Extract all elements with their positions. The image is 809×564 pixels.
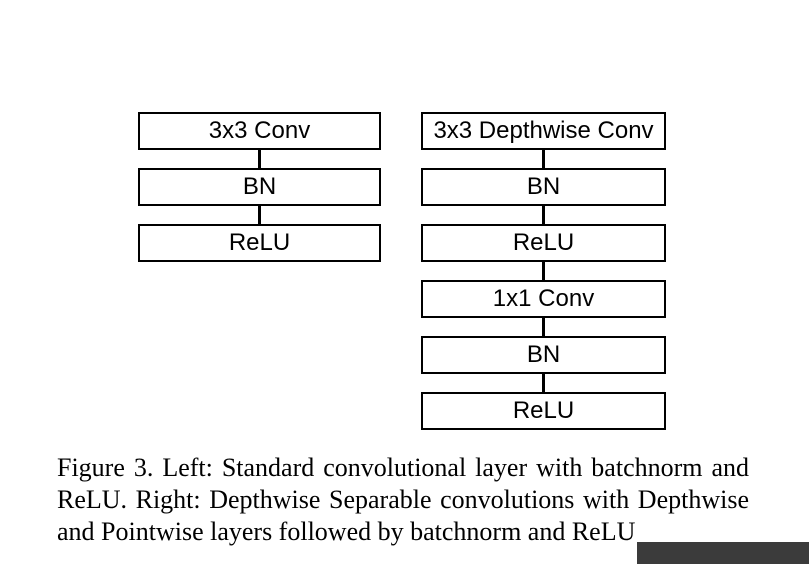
layer-box-relu: ReLU: [138, 224, 381, 262]
connector-line: [258, 206, 261, 224]
caption-line: Figure 3. Left: Standard convolutional l…: [57, 453, 749, 482]
layer-label: ReLU: [512, 229, 575, 256]
layer-box-relu: ReLU: [421, 392, 666, 430]
caption-line: ReLU. Right: Depthwise Separable convolu…: [57, 485, 749, 514]
layer-box-bn: BN: [421, 168, 666, 206]
layer-box-3x3-depthwise-conv: 3x3 Depthwise Conv: [421, 112, 666, 150]
bottom-right-artifact-bar: [637, 542, 809, 564]
connector-line: [258, 150, 261, 168]
layer-label: ReLU: [512, 397, 575, 424]
figure-caption: Figure 3. Left: Standard convolutional l…: [57, 452, 749, 548]
layer-box-3x3-conv: 3x3 Conv: [138, 112, 381, 150]
connector-line: [542, 262, 545, 280]
connector-line: [542, 206, 545, 224]
layer-label: ReLU: [228, 229, 291, 256]
connector-line: [542, 150, 545, 168]
layer-box-bn: BN: [421, 336, 666, 374]
layer-label: BN: [526, 173, 561, 200]
layer-box-relu: ReLU: [421, 224, 666, 262]
caption-line: and Pointwise layers followed by batchno…: [57, 517, 636, 546]
layer-label: BN: [242, 173, 277, 200]
layer-box-bn: BN: [138, 168, 381, 206]
connector-line: [542, 374, 545, 392]
connector-line: [542, 318, 545, 336]
layer-label: 3x3 Conv: [208, 117, 311, 144]
layer-box-1x1-conv: 1x1 Conv: [421, 280, 666, 318]
layer-label: BN: [526, 341, 561, 368]
depthwise-separable-column: 3x3 Depthwise Conv BN ReLU 1x1 Conv BN R…: [421, 112, 666, 430]
standard-conv-column: 3x3 Conv BN ReLU: [138, 112, 381, 262]
layer-label: 3x3 Depthwise Conv: [433, 117, 654, 144]
layer-label: 1x1 Conv: [492, 285, 595, 312]
